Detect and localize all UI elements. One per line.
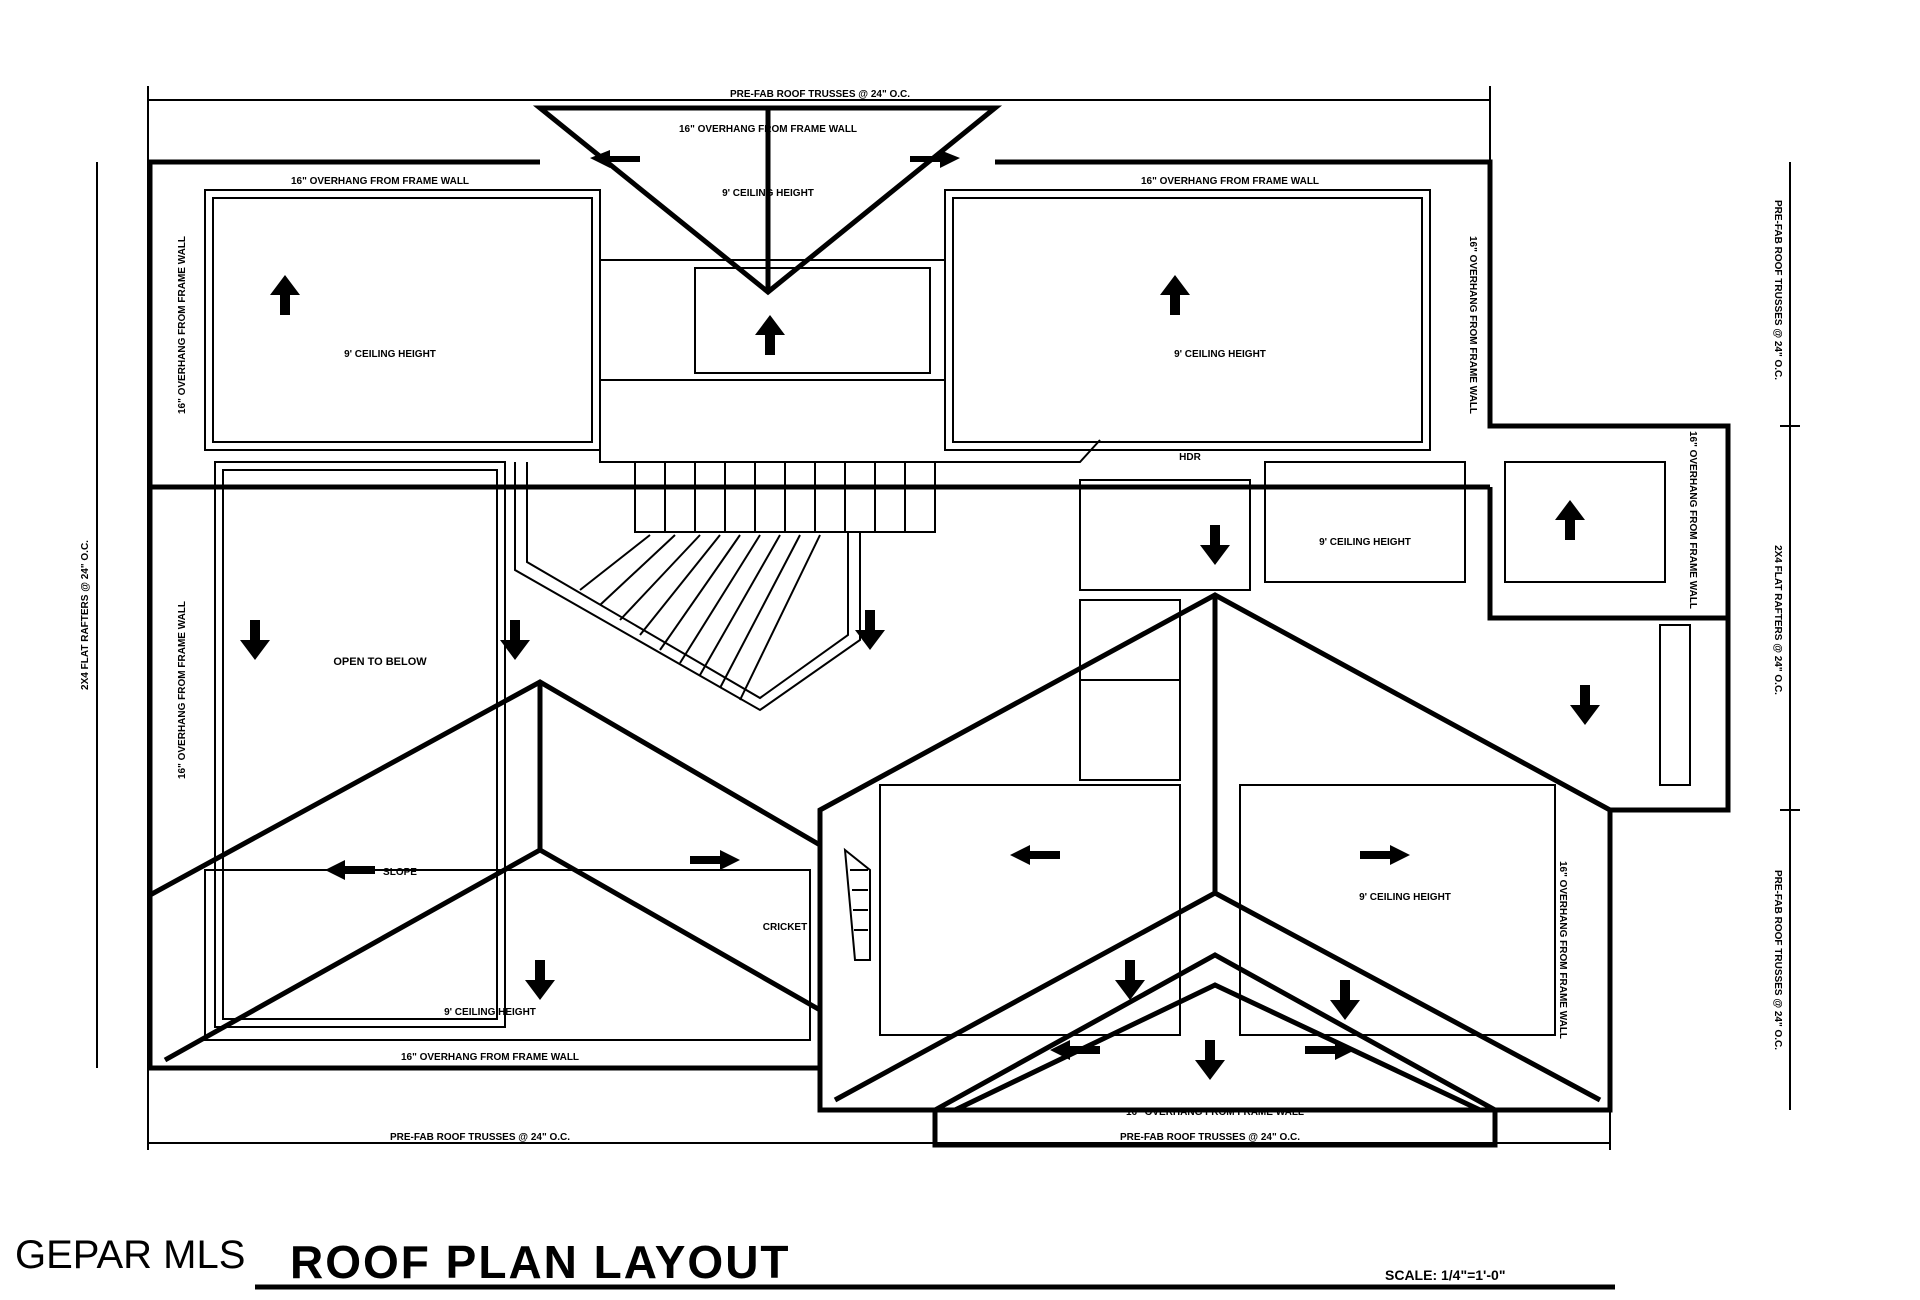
note-overhang-top-right: 16" OVERHANG FROM FRAME WALL bbox=[1141, 176, 1319, 187]
note-cricket: CRICKET bbox=[763, 922, 807, 933]
note-open-to-below: OPEN TO BELOW bbox=[333, 656, 427, 668]
slope-arrow-icon bbox=[500, 620, 530, 660]
note-ceiling-center: 9' CEILING HEIGHT bbox=[722, 188, 814, 199]
slope-arrow-icon bbox=[1555, 500, 1585, 540]
note-ceiling-lower-right: 9' CEILING HEIGHT bbox=[1359, 892, 1451, 903]
note-trusses-right-bottom: PRE-FAB ROOF TRUSSES @ 24" O.C. bbox=[1772, 870, 1783, 1050]
slope-arrow-icon bbox=[1570, 685, 1600, 725]
note-rafters-left: 2X4 FLAT RAFTERS @ 24" O.C. bbox=[80, 540, 91, 690]
note-overhang-right-2: 16" OVERHANG FROM FRAME WALL bbox=[1687, 431, 1698, 609]
slope-arrow-icon bbox=[1195, 1040, 1225, 1080]
scale-note: SCALE: 1/4"=1'-0" bbox=[1385, 1267, 1505, 1283]
exterior-walls bbox=[147, 159, 1731, 1110]
watermark: GEPAR MLS bbox=[15, 1233, 245, 1277]
note-overhang-bottom-right: 16" OVERHANG FROM FRAME WALL bbox=[1126, 1107, 1304, 1118]
cricket-hatch bbox=[843, 847, 871, 961]
note-hdr: HDR bbox=[1179, 452, 1201, 463]
note-ceiling-lower-left: 9' CEILING HEIGHT bbox=[444, 1007, 536, 1018]
slope-arrow-icon bbox=[1115, 960, 1145, 1000]
slope-arrow-icon bbox=[1305, 1040, 1355, 1060]
slope-arrow-icon bbox=[1200, 525, 1230, 565]
note-overhang-left-1: 16" OVERHANG FROM FRAME WALL bbox=[177, 236, 188, 414]
slope-arrow-icon bbox=[270, 275, 300, 315]
slope-arrows bbox=[240, 150, 1600, 1080]
note-ceiling-mid-right: 9' CEILING HEIGHT bbox=[1319, 537, 1411, 548]
note-overhang-left-2: 16" OVERHANG FROM FRAME WALL bbox=[177, 601, 188, 779]
slope-arrow-icon bbox=[1050, 1040, 1100, 1060]
slope-arrow-icon bbox=[1330, 980, 1360, 1020]
note-slope: SLOPE bbox=[383, 867, 417, 878]
slope-arrow-icon bbox=[855, 610, 885, 650]
slope-arrow-icon bbox=[910, 150, 960, 168]
slope-arrow-icon bbox=[590, 150, 640, 168]
note-ceiling-left: 9' CEILING HEIGHT bbox=[344, 349, 436, 360]
slope-arrow-icon bbox=[755, 315, 785, 355]
note-trusses-bottom-left: PRE-FAB ROOF TRUSSES @ 24" O.C. bbox=[390, 1132, 570, 1143]
stairs bbox=[514, 461, 936, 712]
slope-arrow-icon bbox=[240, 620, 270, 660]
slope-arrow-icon bbox=[1010, 845, 1060, 865]
note-overhang-right-3: 16" OVERHANG FROM FRAME WALL bbox=[1557, 861, 1568, 1039]
page-title: ROOF PLAN LAYOUT bbox=[290, 1236, 791, 1288]
note-overhang-top-center: 16" OVERHANG FROM FRAME WALL bbox=[679, 124, 857, 135]
note-rafters-right: 2X4 FLAT RAFTERS @ 24" O.C. bbox=[1772, 545, 1783, 695]
note-overhang-top-left: 16" OVERHANG FROM FRAME WALL bbox=[291, 176, 469, 187]
roof-ridges bbox=[147, 105, 1613, 1148]
slope-arrow-icon bbox=[690, 850, 740, 870]
note-trusses-bottom-right: PRE-FAB ROOF TRUSSES @ 24" O.C. bbox=[1120, 1132, 1300, 1143]
note-overhang-right-1: 16" OVERHANG FROM FRAME WALL bbox=[1467, 236, 1478, 414]
slope-arrow-icon bbox=[325, 860, 375, 880]
note-trusses-right-top: PRE-FAB ROOF TRUSSES @ 24" O.C. bbox=[1772, 200, 1783, 380]
interior-walls bbox=[204, 189, 1691, 1041]
note-ceiling-right: 9' CEILING HEIGHT bbox=[1174, 349, 1266, 360]
note-overhang-bottom-left: 16" OVERHANG FROM FRAME WALL bbox=[401, 1052, 579, 1063]
slope-arrow-icon bbox=[525, 960, 555, 1000]
slope-arrow-icon bbox=[1360, 845, 1410, 865]
slope-arrow-icon bbox=[1160, 275, 1190, 315]
note-trusses-top: PRE-FAB ROOF TRUSSES @ 24" O.C. bbox=[730, 89, 910, 100]
labels: PRE-FAB ROOF TRUSSES @ 24" O.C. 16" OVER… bbox=[80, 89, 1783, 1143]
